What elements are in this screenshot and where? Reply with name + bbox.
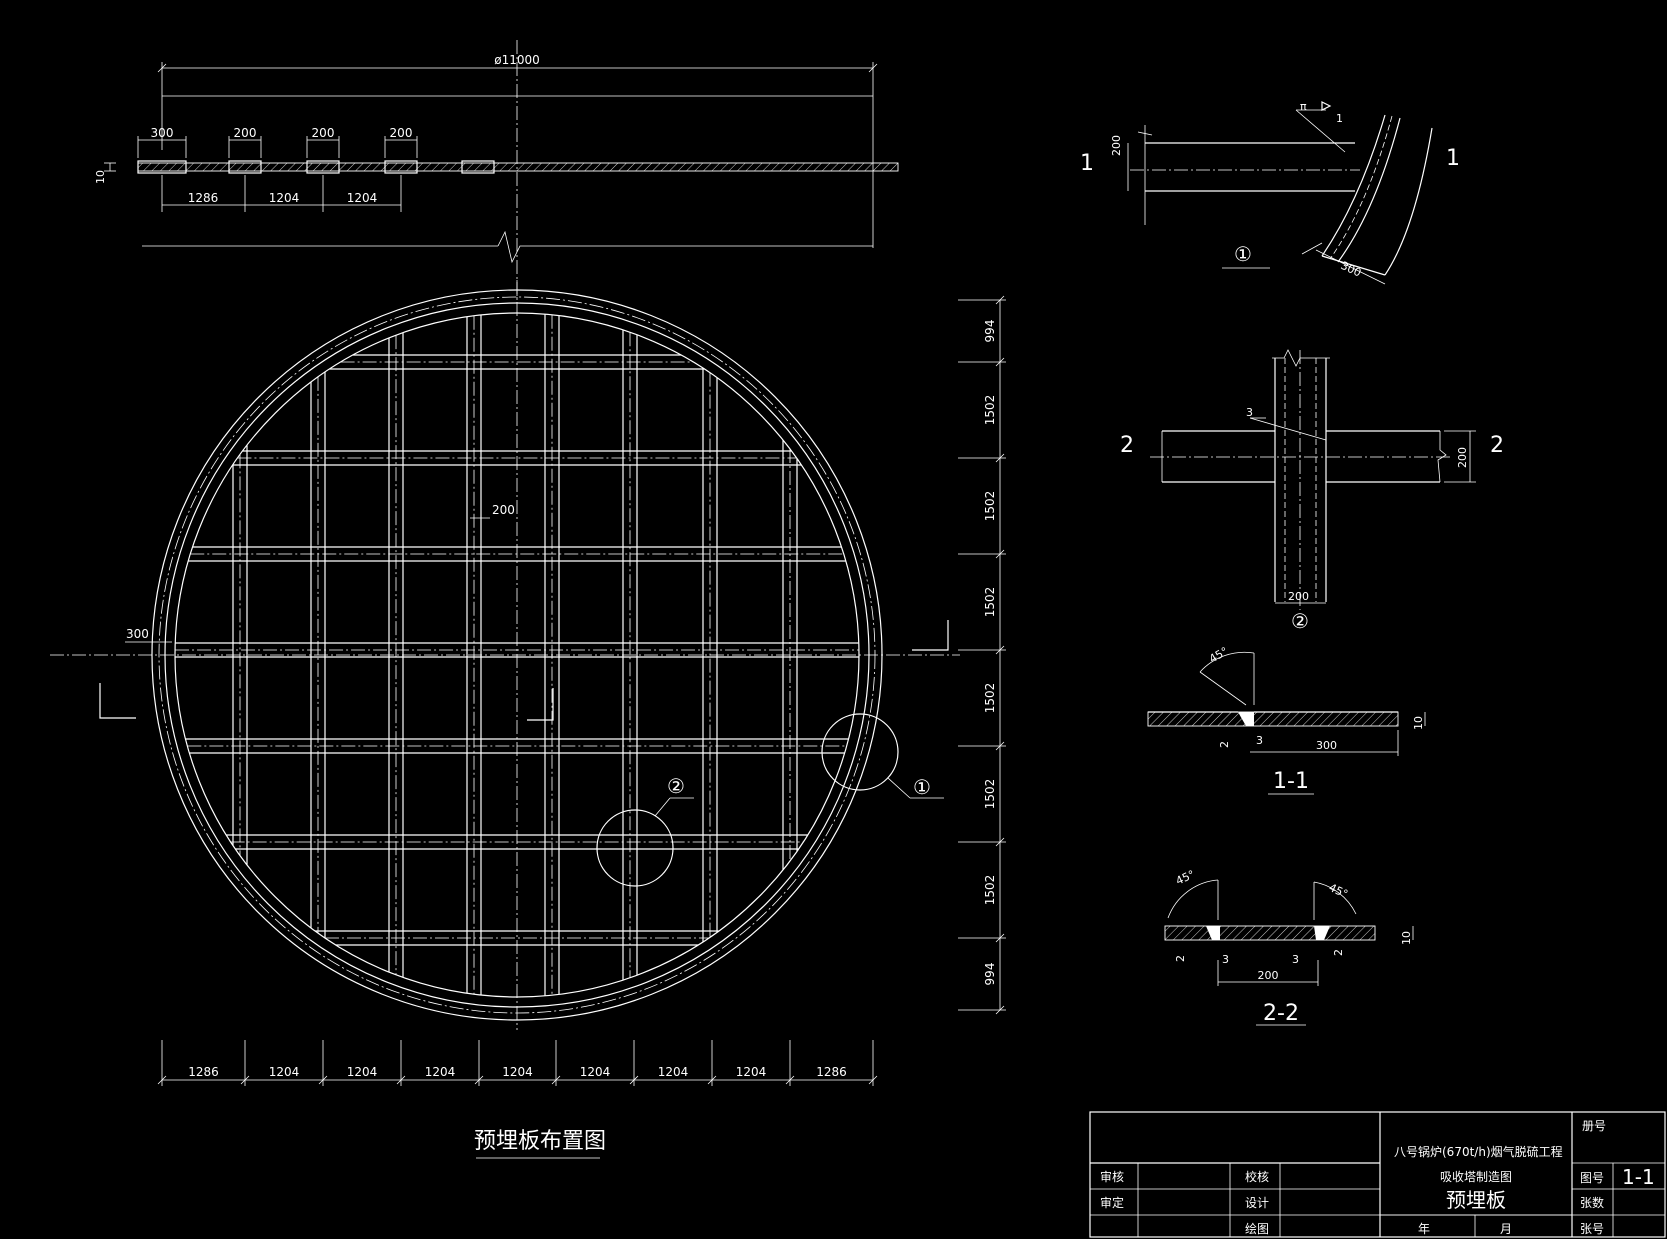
right-dimensions: 994 1502 1502 1502 1502 1502 1502 994 xyxy=(958,295,1006,1015)
bottom-dim-6: 1204 xyxy=(658,1065,689,1079)
d2-dim-200-h: 200 xyxy=(1288,590,1309,603)
bottom-dim-8: 1286 xyxy=(816,1065,847,1079)
dim-1204-sec-1: 1204 xyxy=(269,191,300,205)
s22-dim-2b: 2 xyxy=(1332,949,1345,956)
top-small-dims: 300 200 200 200 xyxy=(137,126,418,158)
callout-2: ② xyxy=(667,774,685,798)
s11-dim-3: 3 xyxy=(1256,734,1263,747)
tb-sheet-no-label: 张号 xyxy=(1580,1222,1604,1236)
tb-year: 年 xyxy=(1418,1222,1430,1236)
s22-angle-l: 45° xyxy=(1174,868,1197,888)
section-1-1: 45° 300 3 2 10 1-1 xyxy=(1147,645,1426,795)
d1-sec-right: 1 xyxy=(1446,146,1460,171)
plan-title: 预埋板布置图 xyxy=(474,1129,606,1154)
d2-sec-right: 2 xyxy=(1490,433,1504,458)
d2-sec-left: 2 xyxy=(1120,433,1134,458)
dim-1286-sec: 1286 xyxy=(188,191,219,205)
tb-sheets-label: 张数 xyxy=(1580,1195,1604,1210)
d1-sec-left: 1 xyxy=(1080,151,1094,176)
tb-approve: 审定 xyxy=(1100,1195,1124,1210)
top-elevation: ø11000 300 200 200 xyxy=(94,40,899,300)
bottom-dim-2: 1204 xyxy=(347,1065,378,1079)
title-block: 册号 八号锅炉(670t/h)烟气脱硫工程 审核 校核 审定 设计 绘图 吸收塔… xyxy=(1089,1111,1666,1238)
s11-dim-10: 10 xyxy=(1412,716,1425,730)
d1-weld: 1 xyxy=(1336,112,1343,125)
s22-dim-3a: 3 xyxy=(1222,953,1229,966)
s11-dim-300: 300 xyxy=(1316,739,1337,752)
tb-month: 月 xyxy=(1500,1222,1512,1236)
s22-dim-2a: 2 xyxy=(1174,955,1187,962)
s22-dim-200: 200 xyxy=(1258,969,1279,982)
s11-dim-2: 2 xyxy=(1218,741,1231,748)
detail-1: 200 1 1 300 π 1 ① xyxy=(1080,100,1460,285)
tb-design: 设计 xyxy=(1245,1196,1269,1210)
bottom-dim-7: 1204 xyxy=(736,1065,767,1079)
dim-bar-200: 200 xyxy=(492,503,515,517)
bottom-dim-3: 1204 xyxy=(425,1065,456,1079)
dim-ring-300: 300 xyxy=(126,627,149,641)
tb-volume-label: 册号 xyxy=(1582,1119,1606,1133)
d2-weld: 3 xyxy=(1246,406,1253,419)
right-dim-7: 994 xyxy=(983,963,997,986)
tb-drawing-no: 1-1 xyxy=(1622,1165,1655,1189)
s22-dim-3b: 3 xyxy=(1292,953,1299,966)
right-dim-0: 994 xyxy=(983,320,997,343)
s11-label: 1-1 xyxy=(1273,769,1309,794)
right-dim-6: 1502 xyxy=(983,875,997,906)
right-dim-3: 1502 xyxy=(983,587,997,618)
d1-dim-200: 200 xyxy=(1110,135,1123,156)
tb-check: 校核 xyxy=(1245,1169,1269,1184)
bottom-dim-5: 1204 xyxy=(580,1065,611,1079)
s22-angle-r: 45° xyxy=(1327,881,1350,901)
dim-1204-sec-2: 1204 xyxy=(347,191,378,205)
section-2-2: 45° 45° 200 3 3 2 2 10 2-2 xyxy=(1164,868,1414,1026)
right-dim-2: 1502 xyxy=(983,491,997,522)
detail-2: 200 200 3 2 2 ② xyxy=(1120,349,1504,633)
overall-dim: ø11000 xyxy=(494,53,540,67)
d1-mark: π xyxy=(1300,100,1307,113)
s22-label: 2-2 xyxy=(1263,1001,1299,1026)
dim-200-top-2: 200 xyxy=(312,126,335,140)
bottom-dim-4: 1204 xyxy=(502,1065,533,1079)
bottom-dimensions: 1286 1204 1204 1204 1204 1204 1204 1204 1286 xyxy=(157,1040,878,1086)
tb-drawing-type: 吸收塔制造图 xyxy=(1440,1170,1512,1184)
tb-draw: 绘图 xyxy=(1245,1221,1269,1236)
dim-200-top-1: 200 xyxy=(234,126,257,140)
dim-thickness: 10 xyxy=(94,170,107,184)
d1-label: ① xyxy=(1234,242,1252,266)
tb-project: 八号锅炉(670t/h)烟气脱硫工程 xyxy=(1394,1144,1563,1159)
tb-drawing-no-label: 图号 xyxy=(1580,1171,1604,1185)
dim-200-top-3: 200 xyxy=(390,126,413,140)
d2-dim-200-v: 200 xyxy=(1456,447,1469,468)
dim-300-top: 300 xyxy=(151,126,174,140)
right-dim-4: 1502 xyxy=(983,683,997,714)
right-dim-5: 1502 xyxy=(983,779,997,810)
tb-review: 审核 xyxy=(1100,1169,1124,1184)
tb-drawing-name: 预埋板 xyxy=(1446,1188,1506,1212)
s22-dim-10: 10 xyxy=(1400,931,1413,945)
d2-label: ② xyxy=(1291,609,1309,633)
bottom-dim-0: 1286 xyxy=(188,1065,219,1079)
right-dim-1: 1502 xyxy=(983,395,997,426)
bottom-dim-1: 1204 xyxy=(269,1065,300,1079)
d1-dim-300: 300 xyxy=(1339,259,1364,280)
callout-1: ① xyxy=(913,775,931,799)
plan-view: 200 300 ① ② 1286 1204 1204 1204 1204 1204 1204… xyxy=(50,280,1006,1159)
